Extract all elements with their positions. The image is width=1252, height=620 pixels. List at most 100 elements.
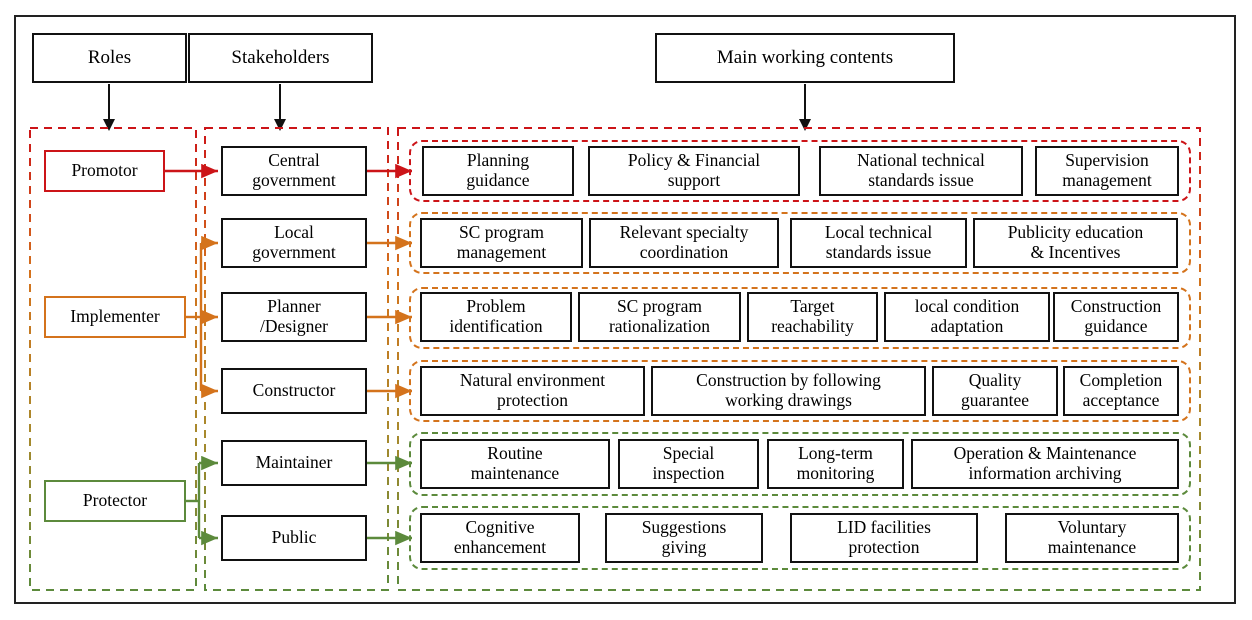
content-box-publicity-education-incentives[interactable]: Publicity education & Incentives	[973, 218, 1178, 268]
content-line2: guidance	[1084, 316, 1148, 336]
stakeholder-label-line1: Planner	[267, 296, 321, 317]
content-line1: Local technical	[824, 222, 933, 243]
stakeholder-label-line2: /Designer	[259, 316, 329, 336]
stakeholder-box-planner-designer[interactable]: Planner /Designer	[221, 292, 367, 342]
content-row-group-constructor	[409, 360, 1191, 422]
content-line2: rationalization	[608, 316, 711, 336]
content-line1: Construction by following	[696, 370, 881, 391]
content-line2: working drawings	[725, 390, 852, 410]
content-box-routine-maintenance[interactable]: Routine maintenance	[420, 439, 610, 489]
content-line1: SC program	[616, 296, 703, 317]
content-box-policy-financial-support[interactable]: Policy & Financial support	[588, 146, 800, 196]
stakeholder-label-line2: government	[252, 242, 336, 262]
header-label-roles: Roles	[87, 47, 132, 69]
content-box-local-condition-adaptation[interactable]: local condition adaptation	[884, 292, 1050, 342]
content-box-construction-by-following-working-drawings[interactable]: Construction by following working drawin…	[651, 366, 926, 416]
stakeholder-label-line1: Local	[274, 222, 314, 243]
content-box-relevant-specialty-coordination[interactable]: Relevant specialty coordination	[589, 218, 779, 268]
content-box-sc-program-management[interactable]: SC program management	[420, 218, 583, 268]
stakeholder-box-central-government[interactable]: Central government	[221, 146, 367, 196]
header-box-main-working-contents: Main working contents	[655, 33, 955, 83]
content-line1: Cognitive	[465, 517, 535, 538]
content-box-sc-program-rationalization[interactable]: SC program rationalization	[578, 292, 741, 342]
content-box-national-technical-standards-issue[interactable]: National technical standards issue	[819, 146, 1023, 196]
header-label-stakeholders: Stakeholders	[231, 47, 330, 69]
content-line1: Publicity education	[1007, 222, 1144, 243]
content-line1: Problem	[466, 296, 526, 317]
content-line2: enhancement	[453, 537, 547, 557]
content-line2: standards issue	[868, 170, 974, 190]
content-line2: information archiving	[968, 463, 1122, 483]
stakeholder-label-line1: Constructor	[252, 380, 336, 401]
content-line2: support	[667, 170, 721, 190]
content-box-quality-guarantee[interactable]: Quality guarantee	[932, 366, 1058, 416]
content-box-special-inspection[interactable]: Special inspection	[618, 439, 759, 489]
content-row-group-local-government	[409, 212, 1191, 274]
content-line1: Quality	[968, 370, 1022, 391]
stakeholder-box-maintainer[interactable]: Maintainer	[221, 440, 367, 486]
content-line1: local condition	[914, 296, 1020, 317]
stakeholder-box-local-government[interactable]: Local government	[221, 218, 367, 268]
content-line2: reachability	[771, 316, 854, 336]
role-label-protector: Protector	[82, 490, 148, 511]
content-line2: adaptation	[930, 316, 1004, 336]
content-row-group-planner-designer	[409, 287, 1191, 349]
content-line1: LID facilities	[837, 517, 931, 538]
content-line2: inspection	[652, 463, 725, 483]
header-box-roles: Roles	[32, 33, 187, 83]
stakeholder-label-line1: Central	[268, 150, 320, 171]
content-box-operation-maintenance-information-archiving[interactable]: Operation & Maintenance information arch…	[911, 439, 1179, 489]
content-line2: management	[1062, 170, 1152, 190]
content-box-target-reachability[interactable]: Target reachability	[747, 292, 878, 342]
content-line2: giving	[661, 537, 707, 557]
content-line1: Long-term	[798, 443, 873, 464]
stakeholder-label-line1: Public	[271, 527, 317, 548]
role-box-protector[interactable]: Protector	[44, 480, 186, 522]
stakeholder-label-line2: government	[252, 170, 336, 190]
content-line1: Planning	[466, 150, 530, 171]
content-line1: Completion	[1079, 370, 1163, 391]
content-line1: Special	[662, 443, 715, 464]
stakeholder-box-public[interactable]: Public	[221, 515, 367, 561]
role-box-implementer[interactable]: Implementer	[44, 296, 186, 338]
role-label-promotor: Promotor	[71, 160, 138, 181]
content-box-long-term-monitoring[interactable]: Long-term monitoring	[767, 439, 904, 489]
content-line2: management	[456, 242, 547, 262]
content-line1: Routine	[487, 443, 543, 464]
content-row-group-public	[409, 506, 1191, 570]
content-line1: National technical	[857, 150, 985, 171]
content-line1: Suggestions	[641, 517, 727, 538]
header-box-stakeholders: Stakeholders	[188, 33, 373, 83]
content-box-planning-guidance[interactable]: Planning guidance	[422, 146, 574, 196]
diagram-outer-frame	[14, 15, 1236, 604]
content-box-problem-identification[interactable]: Problem identification	[420, 292, 572, 342]
content-line2: maintenance	[1047, 537, 1137, 557]
content-box-voluntary-maintenance[interactable]: Voluntary maintenance	[1005, 513, 1179, 563]
content-box-construction-guidance[interactable]: Construction guidance	[1053, 292, 1179, 342]
content-line1: Supervision	[1065, 150, 1149, 171]
content-box-cognitive-enhancement[interactable]: Cognitive enhancement	[420, 513, 580, 563]
content-box-suggestions-giving[interactable]: Suggestions giving	[605, 513, 763, 563]
role-box-promotor[interactable]: Promotor	[44, 150, 165, 192]
content-line2: acceptance	[1082, 390, 1160, 410]
stakeholder-label-line1: Maintainer	[255, 452, 333, 473]
role-label-implementer: Implementer	[70, 306, 160, 327]
content-box-supervision-management[interactable]: Supervision management	[1035, 146, 1179, 196]
content-line2: protection	[497, 390, 568, 410]
content-line1: Target	[790, 296, 835, 317]
content-line2: coordination	[639, 242, 729, 262]
header-label-main-working-contents: Main working contents	[716, 47, 894, 69]
content-line2: protection	[848, 537, 920, 557]
stakeholder-box-constructor[interactable]: Constructor	[221, 368, 367, 414]
content-line1: Voluntary	[1057, 517, 1127, 538]
content-line2: guidance	[466, 170, 530, 190]
content-line2: maintenance	[470, 463, 560, 483]
content-box-local-technical-standards-issue[interactable]: Local technical standards issue	[790, 218, 967, 268]
content-box-natural-environment-protection[interactable]: Natural environment protection	[420, 366, 645, 416]
content-line2: identification	[449, 316, 543, 336]
content-box-completion-acceptance[interactable]: Completion acceptance	[1063, 366, 1179, 416]
content-box-lid-facilities-protection[interactable]: LID facilities protection	[790, 513, 978, 563]
content-row-group-maintainer	[409, 432, 1191, 496]
content-line2: & Incentives	[1030, 242, 1121, 262]
